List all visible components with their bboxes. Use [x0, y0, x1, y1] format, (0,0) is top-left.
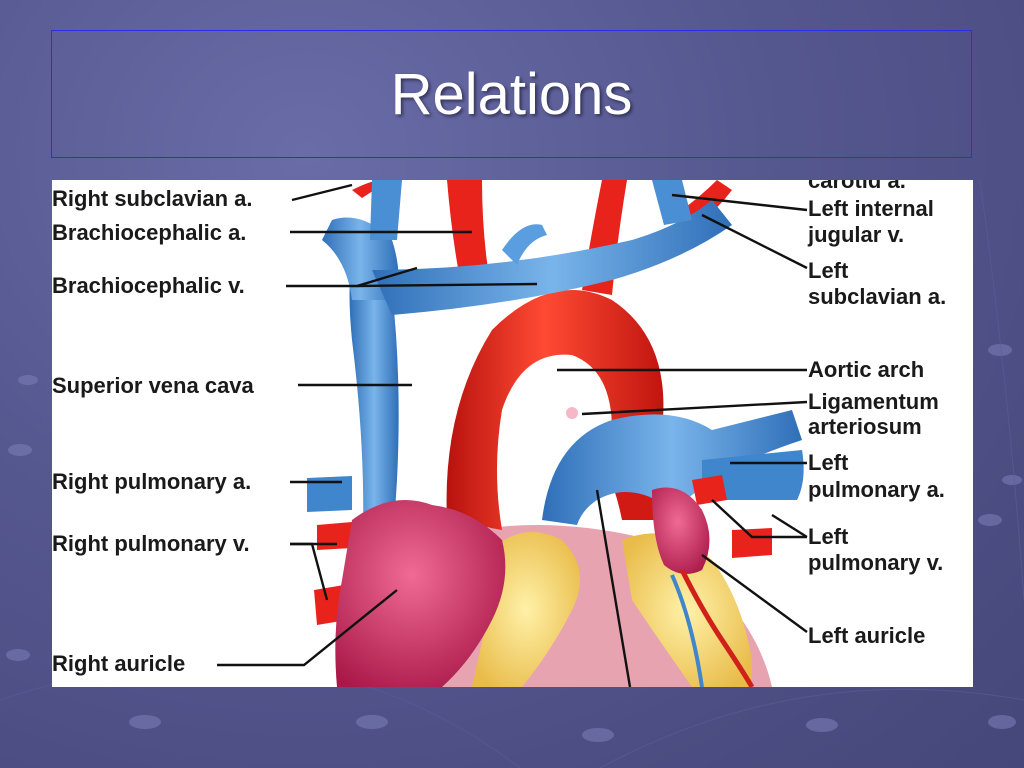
slide-title: Relations [390, 61, 633, 127]
right-auricle-shape [335, 500, 506, 687]
heart-illustration [217, 180, 808, 687]
label-left-internal-jugular-2: jugular v. [808, 222, 905, 247]
line-left-internal-jugular [671, 193, 808, 212]
label-right-pulmonary-a: Right pulmonary a. [52, 469, 252, 494]
label-left-pulmonary-a-2: pulmonary a. [808, 477, 945, 502]
label-left-subclavian-1: Left [808, 258, 849, 283]
right-pulmonary-vein-1 [317, 522, 352, 550]
line-brachiocephalic-v-2 [356, 282, 538, 288]
heart-diagram: carotid a. Right subclavian a. Brachioce… [52, 180, 973, 687]
line-left-pulmonary-v [711, 499, 807, 539]
label-ligamentum-1: Ligamentum [808, 389, 939, 414]
left-auricle-shape [652, 487, 710, 574]
leader-lines [217, 183, 808, 687]
label-right-auricle: Right auricle [52, 651, 186, 676]
label-left-subclavian-2: subclavian a. [808, 284, 947, 309]
left-pulmonary-vein-2 [732, 528, 772, 558]
line-left-auricle [701, 554, 808, 633]
label-left-pulmonary-v-2: pulmonary v. [808, 550, 944, 575]
line-right-auricle [217, 589, 398, 667]
label-left-internal-jugular-1: Left internal [808, 196, 934, 221]
pulmonary-trunk [542, 410, 802, 525]
label-right-subclavian: Right subclavian a. [52, 186, 253, 211]
ligamentum-mark [566, 407, 578, 419]
coronary-artery [679, 568, 755, 687]
small-vein-branch [502, 224, 547, 265]
label-left-auricle: Left auricle [808, 623, 926, 648]
line-bottom [595, 489, 632, 687]
label-aortic-arch: Aortic arch [808, 357, 925, 382]
coronary-vein [670, 574, 704, 687]
label-right-pulmonary-v: Right pulmonary v. [52, 531, 250, 556]
label-left-pulmonary-v-1: Left [808, 524, 849, 549]
label-brachiocephalic-v: Brachiocephalic v. [52, 273, 245, 298]
label-left-pulmonary-a-1: Left [808, 450, 849, 475]
left-jugular-vein [652, 180, 692, 225]
aortic-arch-shape [446, 290, 664, 530]
right-vein-top [370, 180, 402, 240]
line-ligamentum [581, 400, 808, 416]
line-right-subclavian [291, 183, 353, 202]
line-left-subclavian [701, 213, 808, 270]
label-ligamentum-2: arteriosum [808, 414, 922, 439]
left-brachiocephalic-vein [372, 200, 732, 315]
line-left-pulmonary-v-2 [771, 513, 808, 539]
left-pulmonary-vein-1 [692, 475, 727, 505]
title-box: Relations [51, 30, 972, 158]
label-brachiocephalic-a: Brachiocephalic a. [52, 220, 247, 245]
label-top-right-cut: carotid a. [808, 180, 906, 193]
superior-vena-cava-shape [349, 260, 399, 560]
label-superior-vena-cava: Superior vena cava [52, 373, 254, 398]
right-pulmonary-artery-shape [307, 476, 352, 512]
